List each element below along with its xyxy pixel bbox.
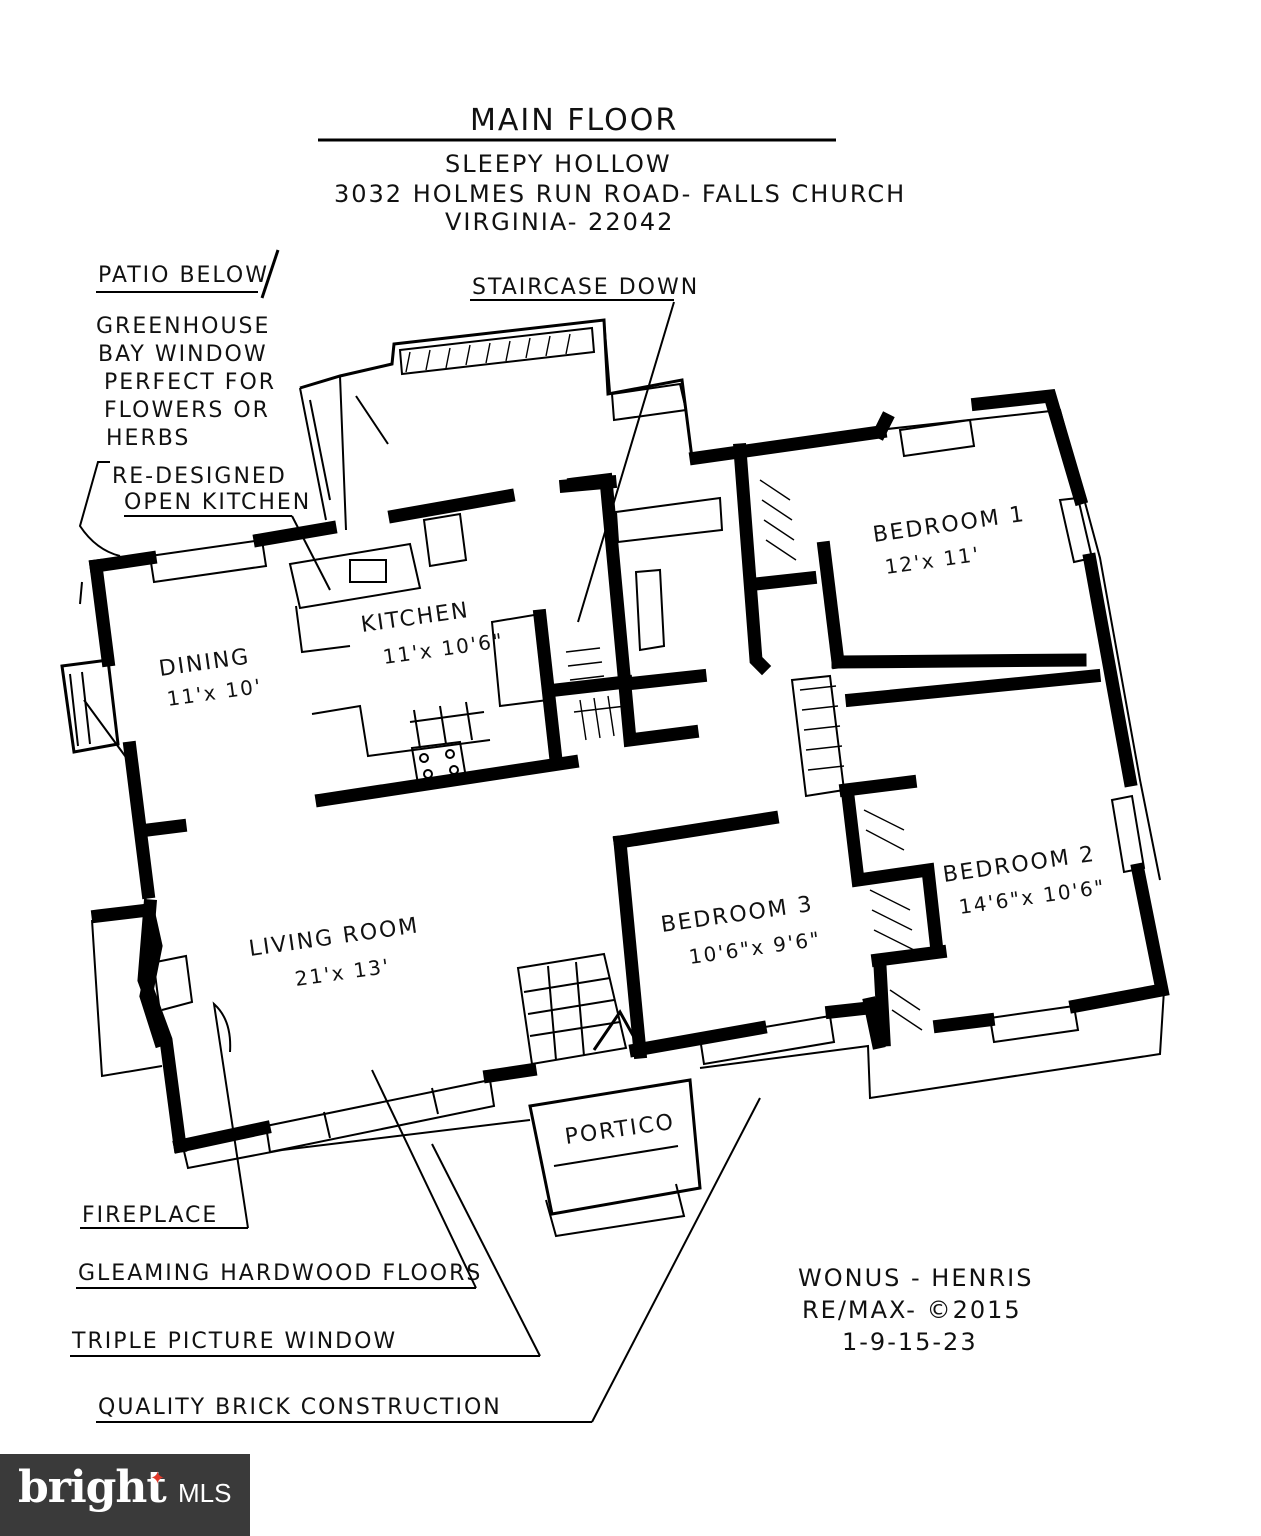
greenhouse-line-2: BAY WINDOW — [98, 342, 268, 367]
portico-drawing — [516, 952, 702, 1238]
staircase-note-text: STAIRCASE DOWN — [472, 275, 699, 300]
bright-logo-star-icon: ✦ — [150, 1468, 166, 1489]
room-living: LIVING ROOM 21'x 13' — [247, 913, 420, 991]
brick-callout-text: QUALITY BRICK CONSTRUCTION — [98, 1395, 502, 1420]
greenhouse-line-4: FLOWERS OR — [104, 398, 270, 423]
kitchen-note-line-1: RE-DESIGNED — [112, 464, 287, 489]
room-dining-size: 11'x 10' — [165, 674, 263, 711]
plan-title: MAIN FLOOR — [470, 103, 678, 138]
credit-code: 1-9-15-23 — [842, 1328, 978, 1356]
fireplace-callout-text: FIREPLACE — [82, 1203, 218, 1228]
kitchen-fixtures — [288, 496, 724, 786]
drawing-credit: WONUS - HENRIS RE/MAX- ©2015 1-9-15-23 — [798, 1264, 1033, 1356]
room-bedroom-3: BEDROOM 3 10'6"x 9'6" — [659, 892, 822, 969]
bright-logo-word: bright — [18, 1462, 167, 1513]
floors-callout-text: GLEAMING HARDWOOD FLOORS — [78, 1261, 482, 1286]
room-portico: PORTICO — [563, 1110, 676, 1150]
room-bedroom-1-name: BEDROOM 1 — [871, 502, 1027, 548]
room-bedroom-2: BEDROOM 2 14'6"x 10'6" — [941, 842, 1107, 919]
room-dining: DINING 11'x 10' — [157, 644, 263, 711]
credit-brokerage: RE/MAX- ©2015 — [802, 1296, 1022, 1324]
window-callout-text: TRIPLE PICTURE WINDOW — [71, 1329, 397, 1354]
room-kitchen-name: KITCHEN — [359, 598, 471, 638]
state-zip: VIRGINIA- 22042 — [445, 208, 674, 236]
room-bedroom-1: BEDROOM 1 12'x 11' — [871, 502, 1027, 579]
plan-header: MAIN FLOOR SLEEPY HOLLOW 3032 HOLMES RUN… — [318, 103, 906, 236]
greenhouse-line-5: HERBS — [106, 426, 190, 451]
address-line: 3032 HOLMES RUN ROAD- FALLS CHURCH — [334, 180, 906, 208]
stair-hatching — [565, 479, 923, 1031]
patio-note-text: PATIO BELOW — [98, 263, 269, 288]
room-portico-name: PORTICO — [563, 1110, 676, 1150]
room-living-name: LIVING ROOM — [247, 913, 420, 962]
bright-mls-watermark: bright ✦ MLS — [0, 1454, 250, 1536]
greenhouse-note: GREENHOUSE BAY WINDOW PERFECT FOR FLOWER… — [96, 314, 276, 451]
room-living-size: 21'x 13' — [293, 954, 391, 991]
windows — [148, 418, 1146, 1154]
brick-callout: QUALITY BRICK CONSTRUCTION — [96, 1097, 761, 1423]
fireplace-callout: FIREPLACE — [80, 1001, 249, 1229]
room-kitchen-size: 11'x 10'6" — [381, 628, 505, 669]
room-kitchen: KITCHEN 11'x 10'6" — [359, 598, 505, 669]
room-bedroom-3-size: 10'6"x 9'6" — [687, 927, 822, 969]
greenhouse-line-3: PERFECT FOR — [104, 370, 276, 395]
kitchen-note-line-2: OPEN KITCHEN — [124, 490, 311, 515]
window-callout: TRIPLE PICTURE WINDOW — [70, 1143, 541, 1357]
staircase-note: STAIRCASE DOWN — [470, 275, 699, 623]
floors-callout: GLEAMING HARDWOOD FLOORS — [76, 1069, 482, 1289]
credit-author: WONUS - HENRIS — [798, 1264, 1033, 1292]
greenhouse-line-1: GREENHOUSE — [96, 314, 270, 339]
subdivision-name: SLEEPY HOLLOW — [445, 150, 672, 178]
patio-note: PATIO BELOW — [96, 249, 280, 299]
room-bedroom-1-size: 12'x 11' — [883, 542, 981, 579]
mls-logo-suffix: MLS — [178, 1478, 232, 1508]
